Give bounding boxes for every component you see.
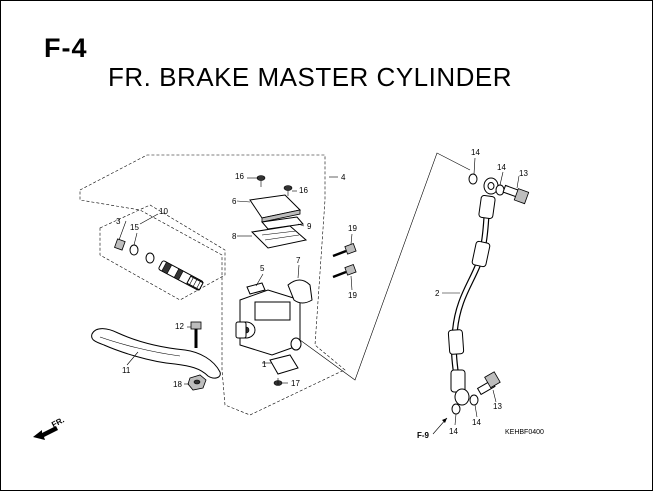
sealing-washer-14c (451, 403, 461, 415)
page-reference-arrowhead-icon (442, 418, 447, 423)
callout-4: 4 (341, 173, 346, 182)
lower-banjo-fitting (454, 388, 470, 406)
diaphragm-plate-9 (261, 216, 304, 230)
callout-13-upper: 13 (519, 169, 528, 178)
front-arrow-icon (33, 426, 58, 440)
page-title: FR. BRAKE MASTER CYLINDER (108, 62, 513, 92)
callout-7: 7 (296, 256, 301, 265)
sealing-washer-14d (469, 394, 479, 406)
page-reference: F-9 (417, 417, 448, 440)
callout-14-c: 14 (449, 427, 458, 436)
callout-12: 12 (175, 322, 184, 331)
callout-5: 5 (260, 264, 265, 273)
front-arrow: FR. (33, 415, 66, 440)
callout-18: 18 (173, 380, 182, 389)
callout-8: 8 (232, 232, 237, 241)
callout-2: 2 (435, 289, 440, 298)
sealing-washer-14a (468, 173, 478, 185)
callout-9: 9 (307, 222, 312, 231)
callout-17: 17 (291, 379, 300, 388)
brake-lever-11 (91, 328, 221, 379)
callout-10: 10 (159, 207, 168, 216)
callout-1: 1 (262, 360, 267, 369)
callout-14-d: 14 (472, 418, 481, 427)
brake-hose (447, 195, 496, 393)
callout-11: 11 (122, 366, 131, 375)
callout-19-b: 19 (348, 291, 357, 300)
leader-lines (118, 157, 520, 426)
brake-hose-bolt-13a (502, 184, 530, 205)
pivot-nut-18 (187, 374, 207, 391)
sealing-washer-14b (495, 184, 505, 196)
drawing-code: KEHBF0400 (505, 429, 544, 436)
callout-6: 6 (232, 197, 237, 206)
holder-bolt-19a (332, 243, 357, 258)
brake-hose-bolt-13b (476, 371, 501, 396)
front-arrow-label: FR. (50, 415, 66, 429)
callout-16-a: 16 (235, 172, 244, 181)
callout-14-a: 14 (471, 148, 480, 157)
cap-screw-16b (283, 185, 293, 196)
page-reference-label: F-9 (417, 431, 430, 440)
holder-bolt-19b (332, 264, 357, 279)
lever-pivot-bolt-12 (190, 321, 202, 348)
diaphragm-8 (250, 225, 308, 249)
callout-16-b: 16 (299, 186, 308, 195)
callout-19-a: 19 (348, 224, 357, 233)
switch-screw-17 (273, 378, 283, 386)
brake-light-switch-1 (269, 354, 299, 375)
hose-leader (299, 152, 471, 381)
callout-3: 3 (116, 217, 121, 226)
master-cylinder-holder-7 (287, 279, 313, 304)
piston-set-10 (114, 238, 204, 291)
assembly-10-outline (99, 204, 226, 301)
upper-banjo-hole (487, 182, 495, 190)
cap-screw-16a (256, 175, 266, 187)
callout-13-lower: 13 (493, 402, 502, 411)
master-cylinder-body (235, 289, 302, 356)
page-code: F-4 (44, 33, 88, 63)
callout-14-b: 14 (497, 163, 506, 172)
assembly-4-outline (79, 154, 346, 416)
reservoir-cap-6 (249, 194, 302, 223)
callout-15: 15 (130, 223, 139, 232)
